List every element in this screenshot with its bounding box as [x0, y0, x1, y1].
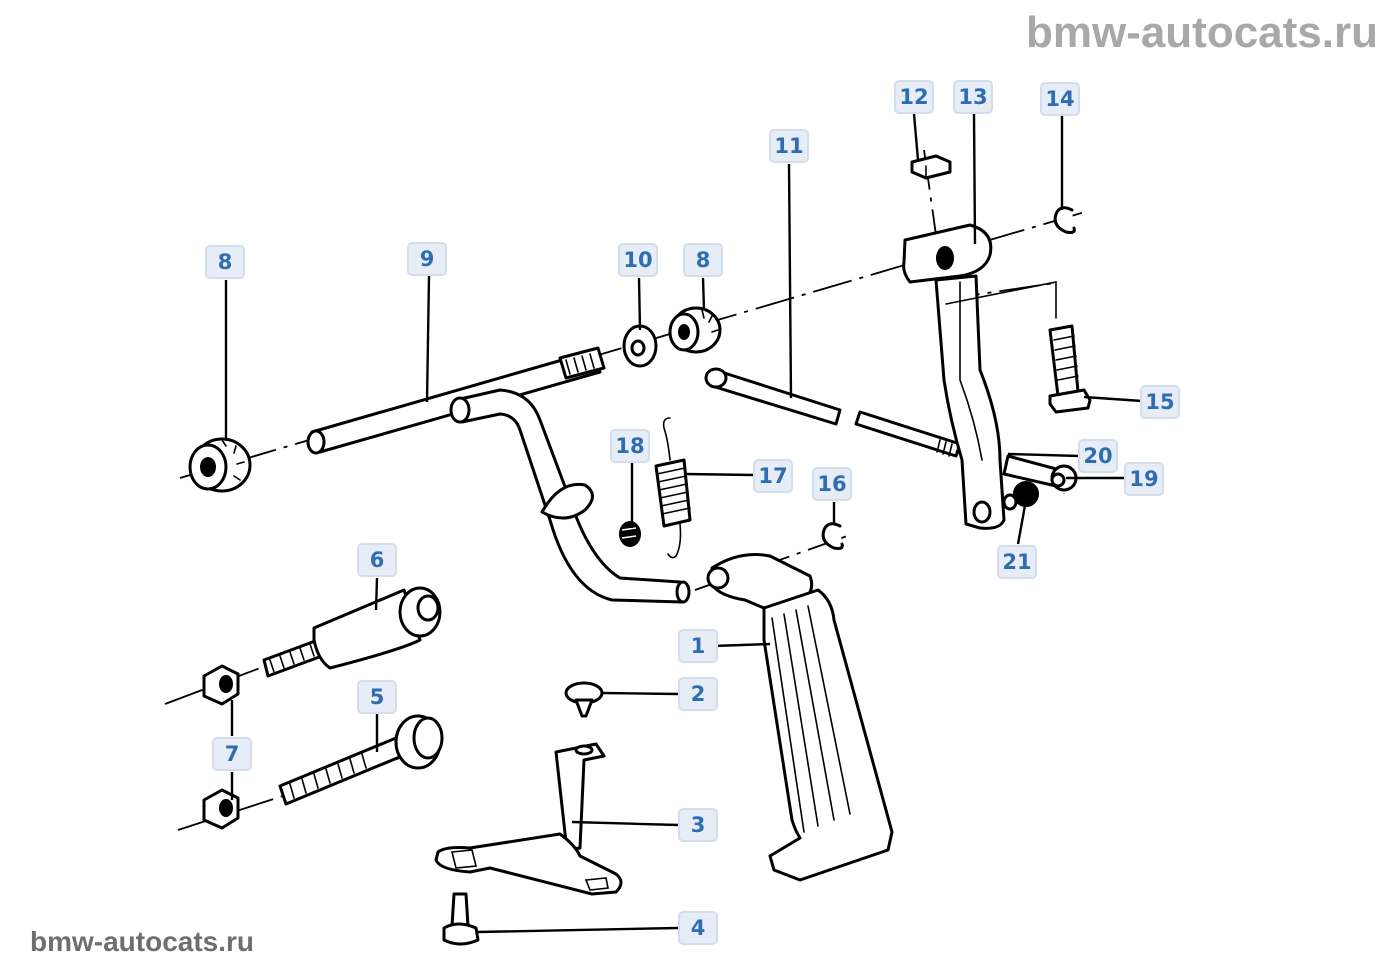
connecting-rod[interactable] — [704, 367, 962, 458]
callout-9[interactable]: 9 — [407, 242, 447, 276]
callout-4[interactable]: 4 — [678, 911, 718, 945]
spring-bush[interactable] — [619, 521, 641, 547]
callout-18[interactable]: 18 — [610, 429, 650, 463]
callout-21[interactable]: 21 — [997, 545, 1037, 579]
callout-10[interactable]: 10 — [618, 243, 658, 277]
callout-5[interactable]: 5 — [357, 680, 397, 714]
lock-nut[interactable] — [1002, 481, 1039, 511]
watermark-bottom: bmw-autocats.ru — [30, 926, 255, 957]
leader-lines — [224, 113, 1143, 934]
plug-clip[interactable] — [564, 681, 604, 718]
callout-6[interactable]: 6 — [357, 543, 397, 577]
watermark-top: bmw-autocats.ru — [1025, 8, 1378, 57]
stop-screw[interactable] — [278, 714, 444, 806]
ball-socket[interactable] — [1050, 472, 1066, 488]
callout-7[interactable]: 7 — [212, 737, 252, 771]
callout-3[interactable]: 3 — [678, 808, 718, 842]
hex-bolt[interactable] — [1048, 324, 1092, 414]
pedal-shaft[interactable] — [306, 346, 691, 604]
callout-12[interactable]: 12 — [894, 80, 934, 114]
bearing-bush-right[interactable] — [668, 306, 722, 354]
clamp-nut[interactable] — [910, 154, 952, 180]
washer[interactable] — [622, 324, 658, 368]
callout-14[interactable]: 14 — [1040, 82, 1080, 116]
callout-13[interactable]: 13 — [953, 80, 993, 114]
bracket-bolt[interactable] — [442, 892, 480, 946]
tension-spring[interactable] — [654, 417, 692, 559]
callout-8-right[interactable]: 8 — [683, 243, 723, 277]
hex-nut-lower[interactable] — [202, 788, 240, 830]
callout-8-left[interactable]: 8 — [205, 245, 245, 279]
accelerator-pedal[interactable] — [706, 553, 894, 882]
circlip-upper[interactable] — [1053, 206, 1076, 234]
stop-buffer-screw[interactable] — [262, 586, 442, 678]
ball-pin[interactable] — [1002, 454, 1078, 492]
callout-17[interactable]: 17 — [753, 459, 793, 493]
lever-clamp[interactable] — [902, 223, 1057, 530]
hex-nut-upper[interactable] — [202, 664, 240, 706]
callout-19[interactable]: 19 — [1124, 462, 1164, 496]
callout-15[interactable]: 15 — [1140, 385, 1180, 419]
callout-16[interactable]: 16 — [812, 467, 852, 501]
callout-2[interactable]: 2 — [678, 677, 718, 711]
callout-20[interactable]: 20 — [1078, 439, 1118, 473]
callout-1[interactable]: 1 — [678, 629, 718, 663]
pedal-stop-bracket[interactable] — [434, 742, 623, 896]
bearing-bush-left[interactable] — [188, 437, 252, 493]
circlip-lower[interactable] — [821, 522, 844, 550]
callout-11[interactable]: 11 — [769, 129, 809, 163]
